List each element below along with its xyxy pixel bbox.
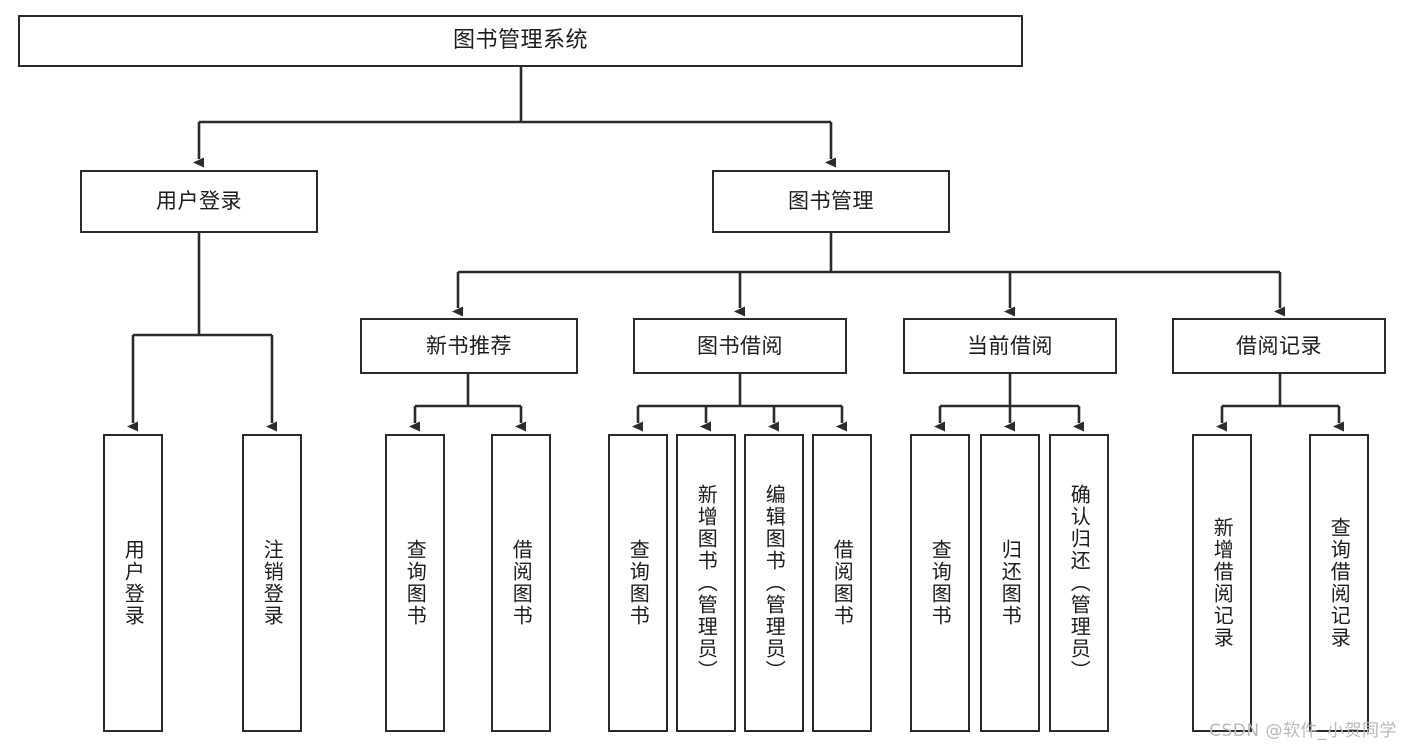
node-book-manage-label: 图书管理 [788,189,874,214]
node-book-borrow[interactable]: 图书借阅 [633,318,847,374]
node-root-label: 图书管理系统 [452,28,588,54]
leaf-confirm-return[interactable]: 确认归还（管理员） [1049,434,1109,732]
watermark: CSDN @软件_小贺同学 [1209,721,1397,741]
leaf-query-record-label: 查询借阅记录 [1327,517,1352,649]
leaf-add-book-label: 新增图书（管理员） [694,484,719,682]
node-book-manage[interactable]: 图书管理 [712,170,950,233]
leaf-query-book-2[interactable]: 查询图书 [608,434,668,732]
node-borrow-record[interactable]: 借阅记录 [1172,318,1386,374]
node-book-borrow-label: 图书借阅 [697,333,783,358]
leaf-edit-book-label: 编辑图书（管理员） [762,484,787,682]
node-new-book-rec-label: 新书推荐 [426,333,512,358]
leaf-add-book[interactable]: 新增图书（管理员） [676,434,736,732]
leaf-query-book-2-label: 查询图书 [626,539,651,627]
leaf-borrow-book-2[interactable]: 借阅图书 [812,434,872,732]
leaf-confirm-return-label: 确认归还（管理员） [1067,484,1092,682]
leaf-query-book-1-label: 查询图书 [403,539,428,627]
leaf-edit-book[interactable]: 编辑图书（管理员） [744,434,804,732]
node-user-login-label: 用户登录 [156,189,242,214]
leaf-user-logout[interactable]: 注销登录 [242,434,302,732]
leaf-user-login-label: 用户登录 [121,539,146,627]
leaf-user-login[interactable]: 用户登录 [103,434,163,732]
node-user-login[interactable]: 用户登录 [80,170,318,233]
node-root[interactable]: 图书管理系统 [18,15,1023,67]
leaf-return-book-label: 归还图书 [998,539,1023,627]
leaf-return-book[interactable]: 归还图书 [980,434,1040,732]
leaf-borrow-book-1[interactable]: 借阅图书 [491,434,551,732]
node-current-borrow-label: 当前借阅 [967,333,1053,358]
leaf-borrow-book-2-label: 借阅图书 [830,539,855,627]
leaf-borrow-book-1-label: 借阅图书 [509,539,534,627]
leaf-add-record-label: 新增借阅记录 [1210,517,1235,649]
node-borrow-record-label: 借阅记录 [1236,333,1322,358]
leaf-add-record[interactable]: 新增借阅记录 [1192,434,1252,732]
leaf-query-book-3[interactable]: 查询图书 [910,434,970,732]
node-new-book-rec[interactable]: 新书推荐 [360,318,578,374]
leaf-user-logout-label: 注销登录 [260,539,285,627]
leaf-query-record[interactable]: 查询借阅记录 [1309,434,1369,732]
leaf-query-book-1[interactable]: 查询图书 [385,434,445,732]
node-current-borrow[interactable]: 当前借阅 [903,318,1117,374]
leaf-query-book-3-label: 查询图书 [928,539,953,627]
